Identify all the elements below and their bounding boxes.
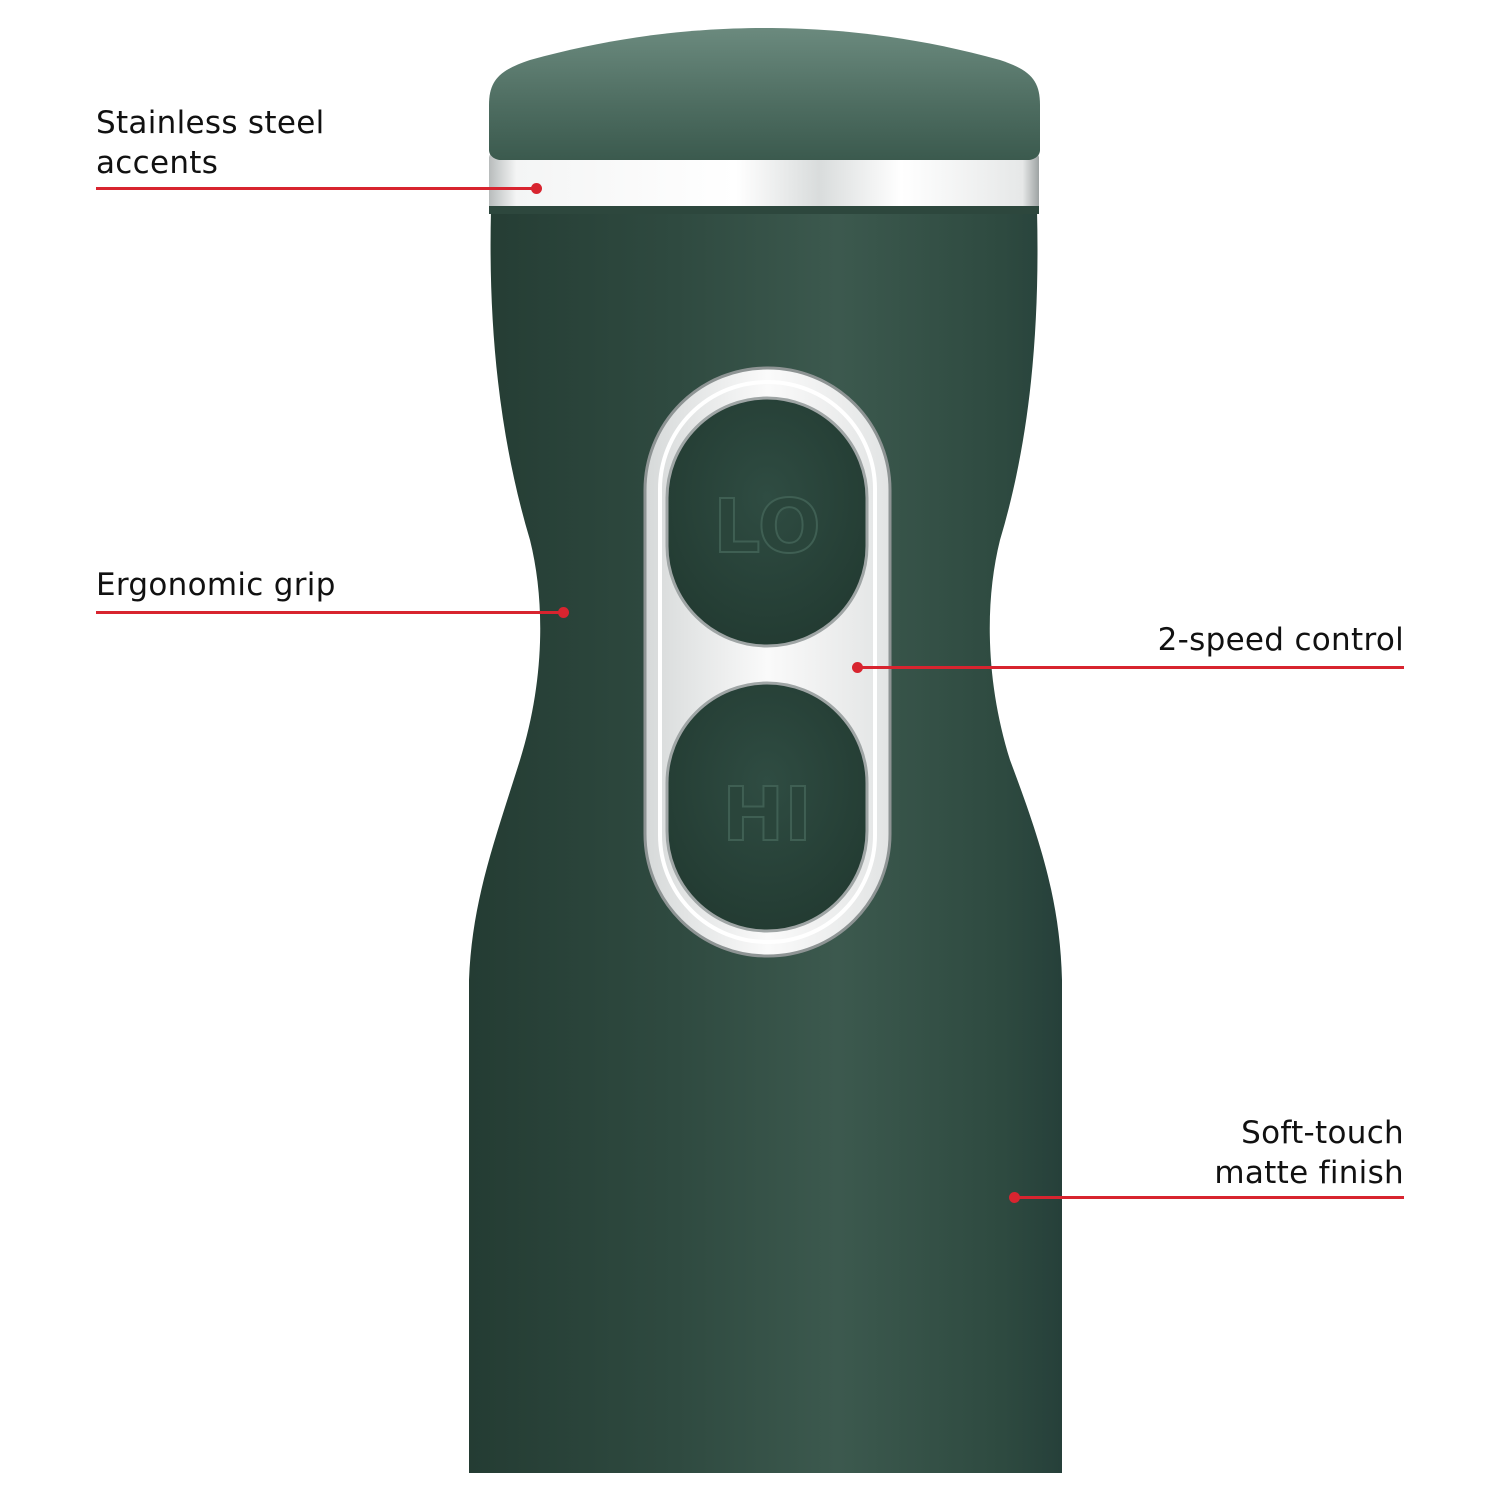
hi-button[interactable]: HI <box>665 681 869 933</box>
callout-dot-two-speed <box>852 662 863 673</box>
callout-ergonomic-grip: Ergonomic grip <box>96 567 336 603</box>
callout-dot-soft-touch <box>1009 1192 1020 1203</box>
callout-two-speed: 2-speed control <box>1157 622 1404 658</box>
callout-stainless-steel: Stainless steel accents <box>96 105 325 181</box>
callout-line-stainless-steel <box>96 187 536 190</box>
callout-dot-stainless-steel <box>531 183 542 194</box>
callout-line-two-speed <box>857 666 1404 669</box>
svg-text:HI: HI <box>722 772 811 858</box>
steel-ring <box>489 152 1039 214</box>
callout-soft-touch: Soft-touch matte finish <box>1214 1115 1404 1191</box>
callout-dot-ergonomic-grip <box>558 607 569 618</box>
lo-button[interactable]: LO <box>665 396 869 648</box>
svg-text:LO: LO <box>713 484 820 570</box>
callout-line-ergonomic-grip <box>96 611 564 614</box>
callout-line-soft-touch <box>1014 1196 1404 1199</box>
top-cap <box>489 28 1040 160</box>
